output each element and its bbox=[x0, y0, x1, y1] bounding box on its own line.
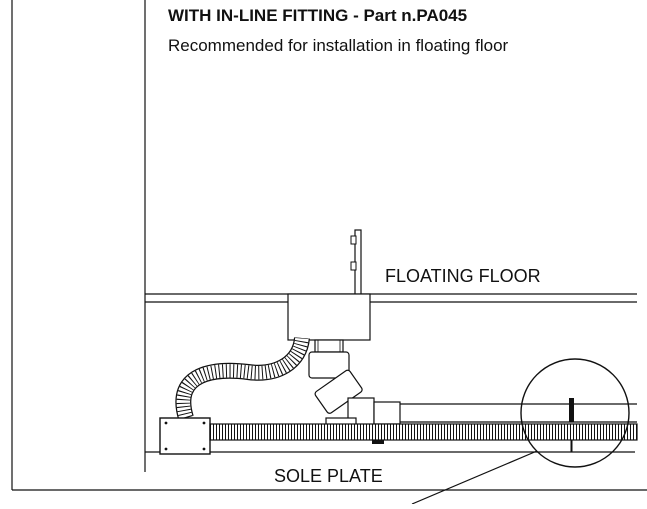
elbow-cap bbox=[373, 401, 401, 425]
drain-neck bbox=[314, 339, 344, 353]
elbow-segment-1 bbox=[308, 351, 350, 379]
junction-box bbox=[159, 417, 211, 455]
diagram-subtitle: Recommended for installation in floating… bbox=[168, 36, 509, 55]
leader-line bbox=[411, 450, 538, 505]
elbow-segment-2 bbox=[314, 369, 363, 414]
magnifier-circle bbox=[520, 358, 630, 468]
panel-screw-top bbox=[350, 235, 357, 245]
floating-floor-label: FLOATING FLOOR bbox=[385, 266, 541, 286]
sole-plate-strip bbox=[209, 423, 638, 441]
drain-body bbox=[287, 293, 371, 341]
panel-screw-bottom bbox=[350, 261, 357, 271]
sole-plate-label: SOLE PLATE bbox=[274, 466, 383, 486]
diagram-title: WITH IN-LINE FITTING - Part n.PA045 bbox=[168, 6, 468, 25]
